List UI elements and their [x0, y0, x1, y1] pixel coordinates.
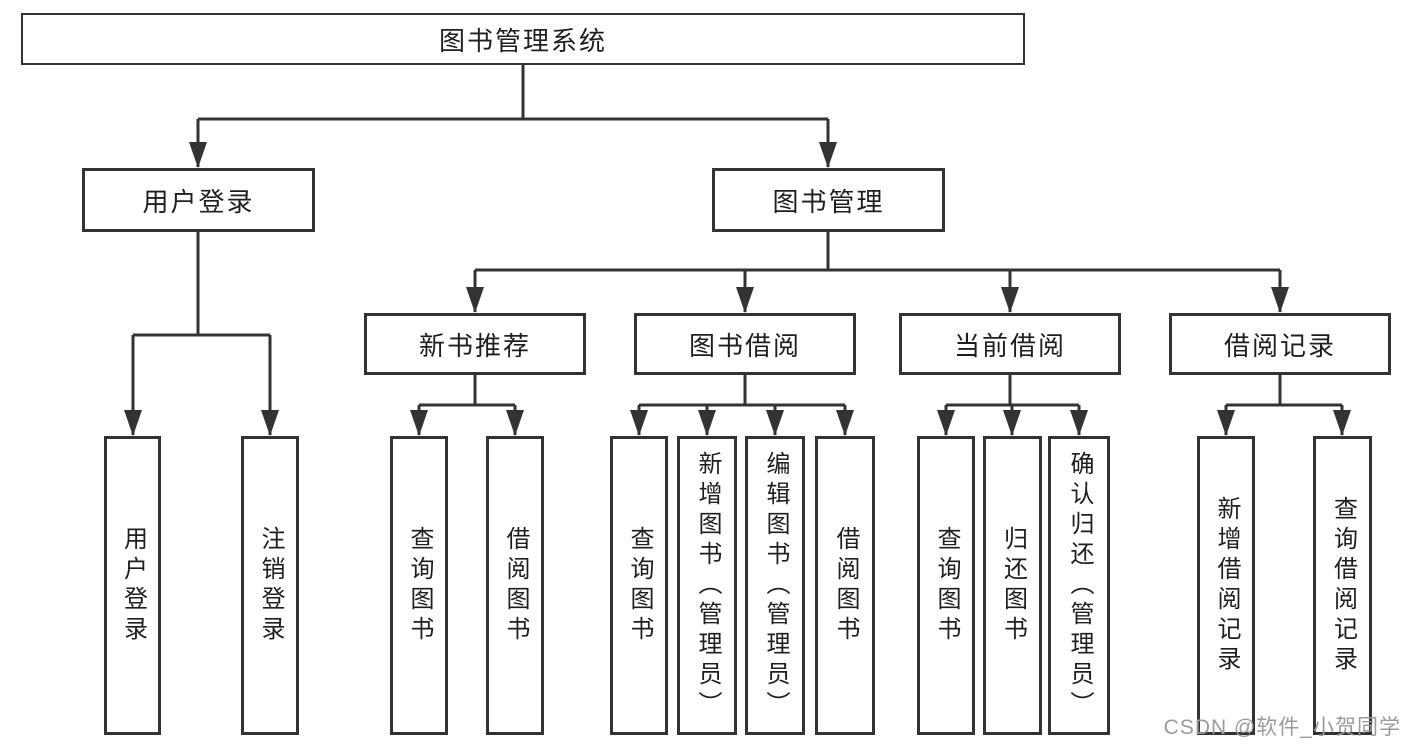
leaf-confirm-return-admin: 确认归还（管理员）	[1048, 436, 1110, 735]
leaf-logout: 注销登录	[241, 436, 299, 735]
leaf-user-login: 用户登录	[104, 436, 161, 735]
leaf-add-borrow-record: 新增借阅记录	[1197, 436, 1255, 735]
leaf-edit-books-admin: 编辑图书（管理员）	[745, 436, 805, 735]
node-book-management: 图书管理	[712, 168, 945, 232]
node-borrowing-records: 借阅记录	[1169, 313, 1391, 375]
node-new-book-recommendation: 新书推荐	[364, 313, 586, 375]
leaf-query-books-3: 查询图书	[917, 436, 975, 735]
node-user-login: 用户登录	[82, 168, 315, 232]
leaf-borrow-books: 借阅图书	[486, 436, 544, 735]
leaf-borrow-books-2: 借阅图书	[815, 436, 875, 735]
node-current-borrowing: 当前借阅	[899, 313, 1121, 375]
node-book-management-system: 图书管理系统	[21, 13, 1025, 65]
watermark: CSDN @软件_小贺同学	[1163, 716, 1401, 739]
leaf-return-books: 归还图书	[983, 436, 1042, 735]
leaf-add-books-admin: 新增图书（管理员）	[677, 436, 737, 735]
leaf-query-books: 查询图书	[390, 436, 448, 735]
leaf-query-books-2: 查询图书	[610, 436, 668, 735]
leaf-query-borrow-record: 查询借阅记录	[1313, 436, 1372, 735]
node-book-borrowing: 图书借阅	[634, 313, 856, 375]
